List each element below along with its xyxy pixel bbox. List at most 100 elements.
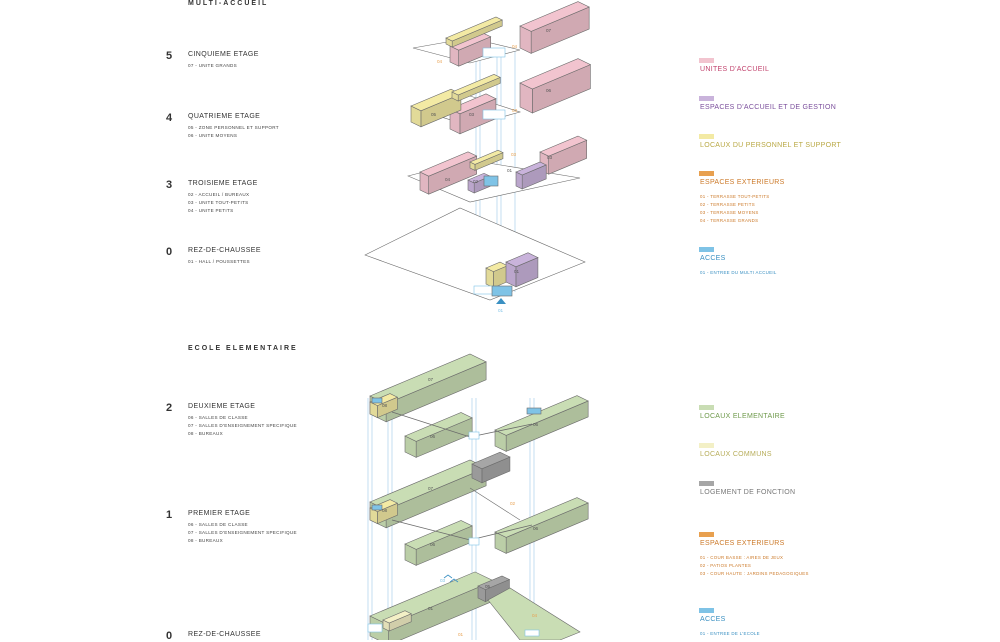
level-number: 2 <box>166 402 173 414</box>
legend-swatch <box>699 405 714 410</box>
room-label: 05 <box>485 584 491 589</box>
legend-item: 01 - TERRASSE TOUT-PETITS <box>700 194 770 199</box>
legend-swatch <box>699 608 714 613</box>
access-shape <box>468 431 480 440</box>
level-name: QUATRIEME ETAGE <box>188 113 261 120</box>
room-label: 01 <box>458 632 464 637</box>
room-label: 08 <box>382 508 388 513</box>
access-shape <box>482 47 506 58</box>
classroom-block <box>494 395 589 436</box>
level-number: 1 <box>166 509 173 521</box>
room-label: 04 <box>445 177 451 182</box>
level-items: 02 - ACCUEIL / BUREAUX 03 - UNITE TOUT-P… <box>188 191 249 215</box>
room-label: 03 <box>547 155 553 160</box>
level-number: 4 <box>166 112 173 124</box>
legend-item: 02 - TERRASSE PETITS <box>700 202 755 207</box>
access-shape <box>524 629 540 637</box>
level-items: 05 - ZONE PERSONNEL ET SUPPORT 06 - UNIT… <box>188 124 279 140</box>
level-number: 0 <box>166 246 173 258</box>
hall-block <box>505 252 539 268</box>
level-items: 01 - HALL / POUSSETTES <box>188 258 250 266</box>
level-item: 06 - SALLES DE CLASSE <box>188 522 248 527</box>
classroom-block <box>494 497 589 538</box>
legend-label: LOCAUX COMMUNS <box>700 451 772 458</box>
entrance-marker <box>496 298 506 304</box>
access-shape <box>371 504 383 511</box>
legend-label: LOGEMENT DE FONCTION <box>700 489 796 496</box>
room-label: 06 <box>430 542 436 547</box>
legend-item: 01 - ENTREE DU MULTI ACCUEIL <box>700 270 777 275</box>
legend-label: ACCES <box>700 616 726 623</box>
legend-item: 04 - TERRASSE GRANDS <box>700 218 759 223</box>
legend-label: UNITES D'ACCUEIL <box>700 66 770 73</box>
room-label: 06 <box>533 526 539 531</box>
level-name: CINQUIEME ETAGE <box>188 51 259 58</box>
legend-item: 03 - TERRASSE MOYENS <box>700 210 759 215</box>
entrance-marker <box>443 574 459 583</box>
level-item: 06 - UNITE MOYENS <box>188 133 238 138</box>
room-label: 04 <box>532 613 538 618</box>
legend-label: ACCES <box>700 255 726 262</box>
room-label: 01 <box>428 606 434 611</box>
corridor-line <box>469 487 521 521</box>
access-shape <box>371 397 383 404</box>
room-label: 04 <box>512 44 518 49</box>
level-item: 06 - SALLES DE CLASSE <box>188 415 248 420</box>
unit-block <box>419 151 478 177</box>
unit-block <box>519 58 592 90</box>
unit-block <box>519 1 590 32</box>
level-number: 5 <box>166 50 173 62</box>
legend-swatch <box>699 247 714 252</box>
room-label: 03 <box>440 578 446 583</box>
legend-item: 01 - ENTREE DE L'ECOLE <box>700 631 760 636</box>
legend-swatch <box>699 58 714 63</box>
classroom-block <box>487 587 581 640</box>
room-label: 06 <box>533 422 539 427</box>
room-label: 03 <box>469 112 475 117</box>
access-shape <box>483 175 499 187</box>
room-label: 07 <box>428 486 434 491</box>
level-item: 04 - UNITE PETITS <box>188 208 234 213</box>
level-item: 01 - HALL / POUSSETTES <box>188 259 250 264</box>
support-block <box>451 74 501 96</box>
level-item: 07 - SALLES D'ENSEIGNEMENT SPECIFIQUE <box>188 423 297 428</box>
legend-label: LOCAUX DU PERSONNEL ET SUPPORT <box>700 142 842 149</box>
common-block <box>382 610 412 624</box>
legend-swatch <box>699 443 714 448</box>
room-label: 01 <box>498 308 504 313</box>
level-name: DEUXIEME ETAGE <box>188 403 256 410</box>
room-label: 06 <box>546 88 552 93</box>
level-items: 06 - SALLES DE CLASSE 07 - SALLES D'ENSE… <box>188 521 297 545</box>
level-item: 03 - UNITE TOUT-PETITS <box>188 200 249 205</box>
level-name: PREMIER ETAGE <box>188 510 251 517</box>
room-label: 03 <box>511 152 517 157</box>
legend-item: 01 - COUR BASSE : AIRES DE JEUX <box>700 555 784 560</box>
room-label: 08 <box>382 403 388 408</box>
room-label: 07 <box>428 377 434 382</box>
level-item: 07 - SALLES D'ENSEIGNEMENT SPECIFIQUE <box>188 530 297 535</box>
unit-block <box>449 93 497 115</box>
level-number: 3 <box>166 179 173 191</box>
legend-items: 01 - ENTREE DU MULTI ACCUEIL <box>700 269 777 277</box>
multi-accueil-title: MULTI-ACCUEIL <box>188 0 269 7</box>
legend-swatch <box>699 481 714 486</box>
legend-label: ESPACES EXTERIEURS <box>700 179 785 186</box>
level-items: 06 - SALLES DE CLASSE 07 - SALLES D'ENSE… <box>188 414 297 438</box>
room-label: 07 <box>546 28 552 33</box>
housing-block <box>471 451 511 470</box>
legend-swatch <box>699 134 714 139</box>
access-shape <box>491 285 513 297</box>
access-shape <box>367 623 383 633</box>
legend-item: 02 - PATIOS PLANTES <box>700 563 752 568</box>
level-item: 08 - BUREAUX <box>188 538 224 543</box>
ecole-elementaire-title: ECOLE ELEMENTAIRE <box>188 345 298 352</box>
support-block <box>469 149 504 165</box>
room-label: 05 <box>431 112 437 117</box>
admin-block <box>515 161 547 176</box>
access-shape <box>468 537 480 546</box>
room-label: 03 <box>512 108 518 113</box>
room-label: 04 <box>437 59 443 64</box>
classroom-block <box>404 520 473 550</box>
room-label: 01 <box>514 269 520 274</box>
